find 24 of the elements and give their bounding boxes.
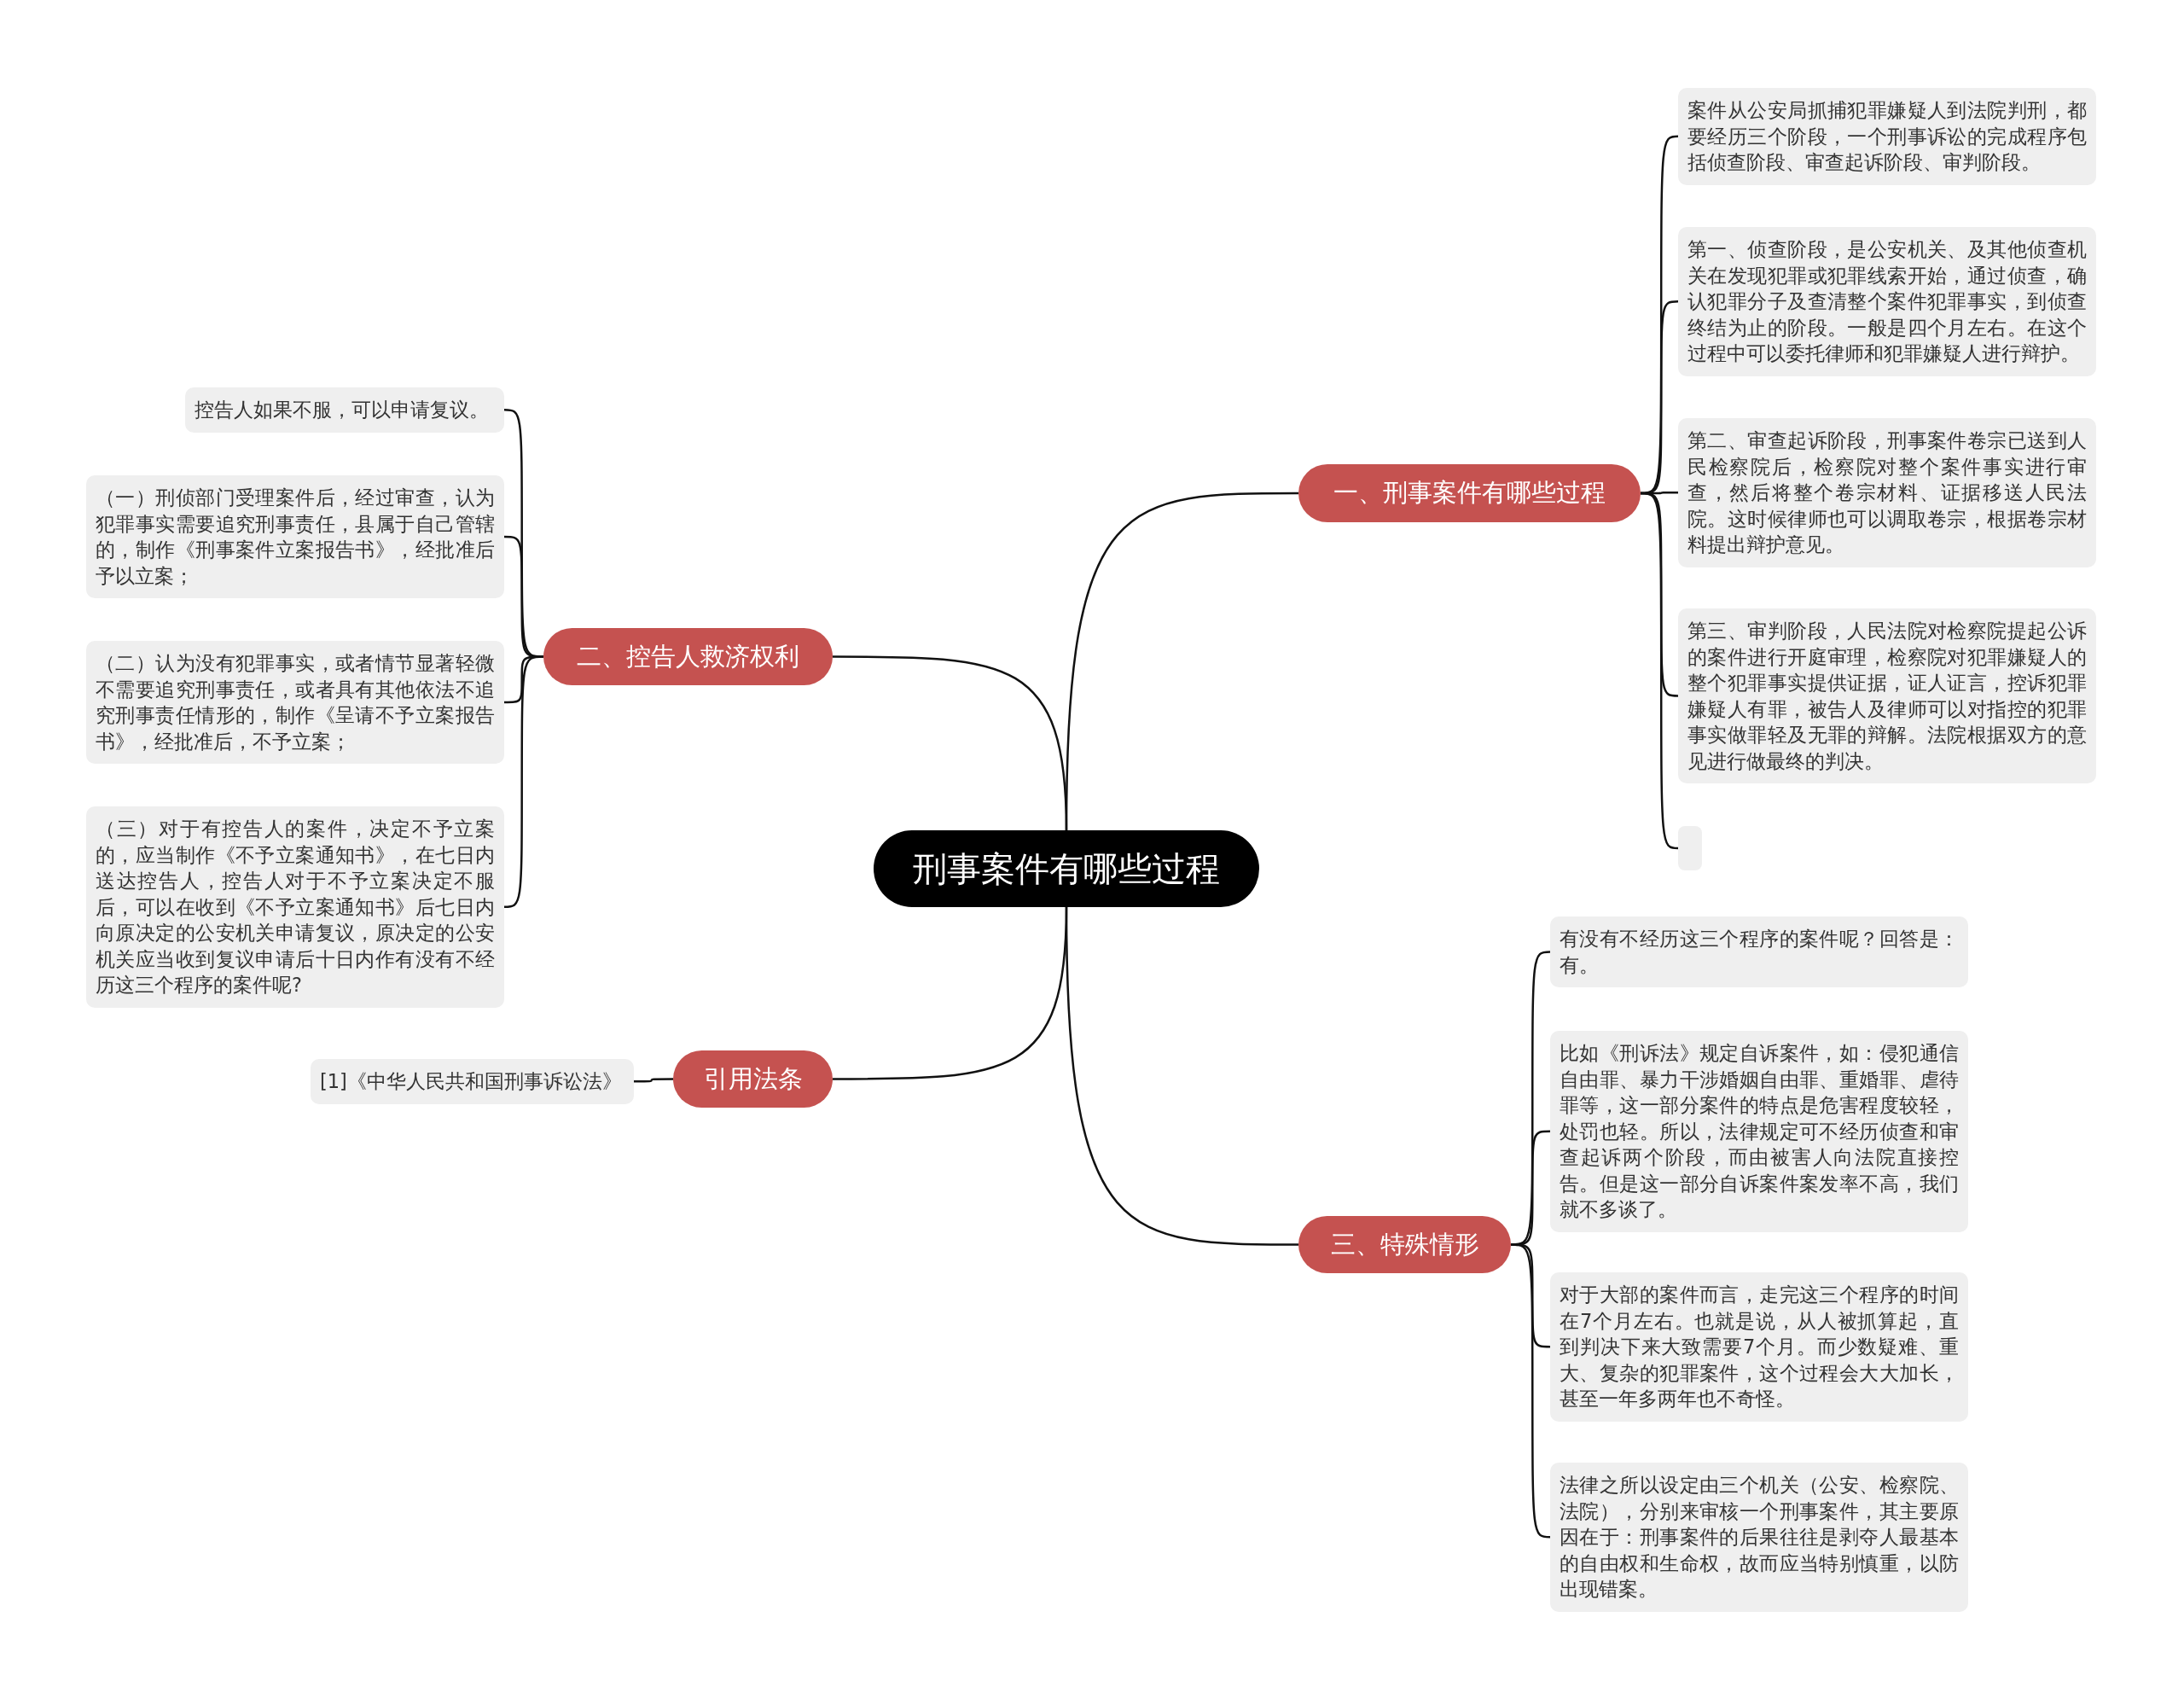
note-box: 控告人如果不服，可以申请复议。 (185, 387, 504, 433)
note-box: 对于大部的案件而言，走完这三个程序的时间在7个月左右。也就是说，从人被抓算起，直到判决下来大致需要7个月。而少数疑难、重大、复杂的犯罪案件，这个过程会大大加长，甚至一年多两年也不奇怪。 (1550, 1272, 1968, 1422)
note-box: （三）对于有控告人的案件，决定不予立案的，应当制作《不予立案通知书》，在七日内送达控告人，控告人对于不予立案决定不服后，可以在收到《不予立案通知书》后七日内向原决定的公安机关申请复议，原决定的公安机关应当收到复议申请后十日内作有没有不经历这三个程序的案件呢? (86, 806, 504, 1008)
note-box: （二）认为没有犯罪事实，或者情节显著轻微不需要追究刑事责任，或者具有其他依法不追究刑事责任情形的，制作《呈请不予立案报告书》，经批准后，不予立案； (86, 641, 504, 764)
note-box: 法律之所以设定由三个机关（公安、检察院、法院），分别来审核一个刑事案件，其主要原因在于：刑事案件的后果往往是剥夺人最基本的自由权和生命权，故而应当特别慎重，以防出现错案。 (1550, 1463, 1968, 1612)
central-topic: 刑事案件有哪些过程 (874, 830, 1259, 907)
empty-box (1678, 826, 1702, 870)
note-box: 第一、侦查阶段，是公安机关、及其他侦查机关在发现犯罪或犯罪线索开始，通过侦查，确认犯罪分子及查清整个案件犯罪事实，到侦查终结为止的阶段。一般是四个月左右。在这个过程中可以委托律师和犯罪嫌疑人进行辩护。 (1678, 227, 2096, 376)
connector-line (503, 655, 543, 908)
note-box: （一）刑侦部门受理案件后，经过审查，认为犯罪事实需要追究刑事责任，县属于自己管辖的，制作《刑事案件立案报告书》，经批准后予以立案； (86, 475, 504, 598)
note-box: 第三、审判阶段，人民法院对检察院提起公诉的案件进行开庭审理，检察院对犯罪嫌疑人的整个犯罪事实提供证据，证人证言，控诉犯罪嫌疑人有罪，被告人及律师可以对指控的犯罪事实做罪轻及无罪的辩解。法院根据双方的意见进行做最终的判决。 (1678, 608, 2096, 783)
note-box: 第二、审查起诉阶段，刑事案件卷宗已送到人民检察院后，检察院对整个案件事实进行审查，然后将整个卷宗材料、证据移送人民法院。这时候律师也可以调取卷宗，根据卷宗材料提出辩护意见。 (1678, 418, 2096, 567)
note-box: [1]《中华人民共和国刑事诉讼法》 (311, 1059, 634, 1104)
branch-topic: 一、刑事案件有哪些过程 (1298, 464, 1641, 522)
branch-topic: 引用法条 (673, 1050, 833, 1108)
connector-line (833, 655, 1068, 831)
connector-line (1640, 492, 1679, 850)
note-box: 比如《刑诉法》规定自诉案件，如：侵犯通信自由罪、暴力干涉婚姻自由罪、重婚罪、虐待罪等，这一部分案件的特点是危害程度较轻，处罚也轻。所以，法律规定可不经历侦查和审查起诉两个阶段，而由被害人向法院直接控告。但是这一部分自诉案件案发率不高，我们就不多谈了。 (1550, 1031, 1968, 1232)
note-box: 案件从公安局抓捕犯罪嫌疑人到法院判刑，都要经历三个阶段，一个刑事诉讼的完成程序包括侦查阶段、审查起诉阶段、审判阶段。 (1678, 88, 2096, 185)
note-box: 有没有不经历这三个程序的案件呢？回答是：有。 (1550, 916, 1968, 987)
connector-line (1065, 906, 1298, 1246)
connector-line (634, 1078, 673, 1083)
branch-topic: 二、控告人救济权利 (543, 628, 833, 685)
branch-topic: 三、特殊情形 (1298, 1216, 1511, 1273)
